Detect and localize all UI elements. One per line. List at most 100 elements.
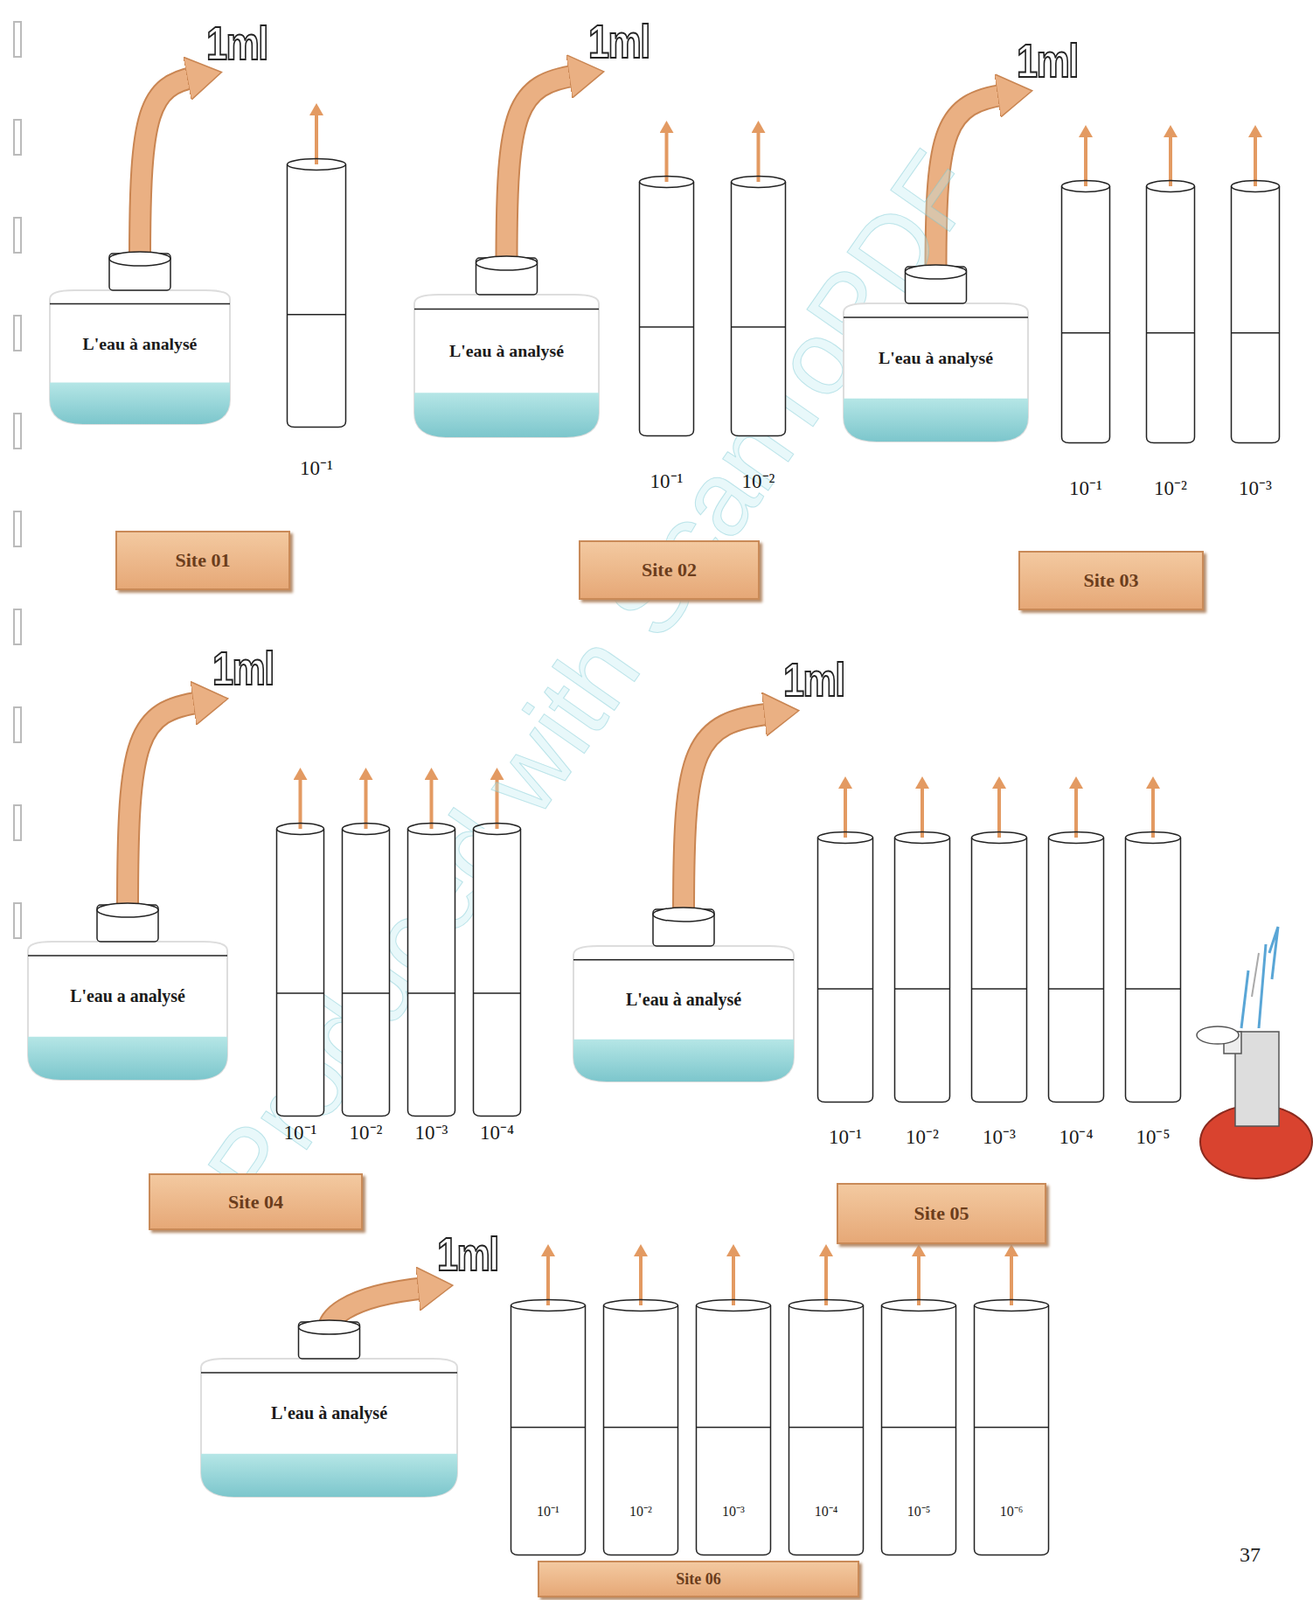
dilution-label: 10⁻⁵ [1106,1121,1200,1150]
binder-hole [13,119,21,155]
water-sample-jar: L'eau à analysé [405,250,608,439]
dilution-label: 10⁻⁴ [770,1500,883,1521]
dilution-label: 10⁻⁴ [454,1117,540,1146]
test-tube: 10⁻¹ [285,157,348,429]
test-tube: 10⁻¹ [816,830,875,1104]
transfer-arrow [139,76,196,258]
jar-label: L'eau à analysé [41,333,239,355]
test-tube: 10⁻⁴ [1047,830,1105,1104]
page-number: 37 [1239,1542,1261,1567]
dilution-label: 10⁻¹ [492,1500,605,1521]
test-tube: 10⁻² [1145,179,1196,445]
transfer-arrow [507,75,579,263]
jar-label: L'eau à analysé [564,989,803,1010]
dilution-label: 10⁻³ [677,1500,790,1521]
site-banner: Site 02 [578,540,760,600]
dilution-label: 10⁻² [323,1117,409,1146]
site-banner: Site 04 [148,1173,363,1230]
binder-hole [13,609,21,645]
jar-label: L'eau à analysé [405,340,608,362]
test-tube: 10⁻⁶ [972,1298,1050,1557]
tube-outline [275,821,326,1118]
transfer-arrow-outline [507,75,579,263]
volume-label: 1ml [206,15,268,70]
tube-outline [1060,179,1112,445]
dilution-label: 10⁻⁶ [955,1500,1068,1521]
tube-outline [893,830,952,1104]
site-name: Site 05 [914,1201,970,1225]
test-tube: 10⁻¹ [275,821,326,1118]
dilution-label: 10⁻¹ [620,465,713,494]
tube-outline [285,157,348,429]
dilution-label: 10⁻³ [389,1117,474,1146]
jar-label: L'eau a analysé [19,986,237,1007]
test-tube: 10⁻² [602,1298,680,1557]
water-sample-jar: L'eau à analysé [564,902,803,1084]
transfer-arrow [127,701,202,910]
tube-outline [406,821,457,1118]
binder-hole [13,707,21,743]
site-name: Site 01 [175,548,231,572]
jar-label: L'eau à analysé [192,1403,466,1424]
dilution-label: 10⁻² [1127,472,1214,501]
dilution-label: 10⁻¹ [1042,472,1129,501]
transfer-arrow-outline [139,76,196,258]
tube-outline [1145,179,1196,445]
dilution-label: 10⁻⁴ [1029,1121,1123,1150]
dilution-label: 10⁻¹ [257,1117,343,1146]
tube-outline [1229,179,1281,445]
test-tube: 10⁻⁵ [880,1298,958,1557]
test-tube: 10⁻⁵ [1124,830,1182,1104]
test-tube: 10⁻² [893,830,952,1104]
tube-outline [816,830,875,1104]
volume-label: 1ml [437,1226,499,1281]
site-banner: Site 03 [1018,550,1204,611]
dilution-label: 10⁻¹ [268,452,365,481]
test-tube: 10⁻¹ [1060,179,1112,445]
dilution-label: 10⁻⁵ [862,1500,975,1521]
bunsen-burner [1196,926,1313,1179]
volume-label: 1ml [1016,33,1078,88]
site-banner: Site 06 [537,1560,860,1598]
volume-label: 1ml [588,13,650,69]
tube-outline [1124,830,1182,1104]
dilution-label: 10⁻³ [952,1121,1046,1150]
binder-hole [13,903,21,938]
test-tube: 10⁻³ [970,830,1029,1104]
binder-hole [13,413,21,449]
volume-label: 1ml [783,652,845,707]
tube-outline [1047,830,1105,1104]
dilution-label: 10⁻¹ [798,1121,892,1150]
binder-hole [13,315,21,351]
dilution-label: 10⁻² [584,1500,697,1521]
site-name: Site 02 [641,558,697,582]
site-name: Site 04 [228,1190,284,1214]
tube-outline [729,174,787,438]
test-tube: 10⁻³ [406,821,457,1118]
tube-outline [638,174,695,438]
site-banner: Site 01 [115,530,291,591]
water-sample-jar: L'eau à analysé [41,246,239,426]
test-tube: 10⁻¹ [638,174,695,438]
test-tube: 10⁻⁴ [472,821,522,1118]
tube-outline [472,821,522,1118]
transfer-arrow-outline [683,713,773,914]
test-tube: 10⁻² [729,174,787,438]
dilution-label: 10⁻² [875,1121,969,1150]
tube-outline [970,830,1029,1104]
water-sample-jar: L'eau à analysé [192,1314,466,1499]
binder-hole [13,21,21,57]
site-banner: Site 05 [836,1182,1047,1244]
jar-label: L'eau à analysé [834,347,1037,369]
binder-hole [13,805,21,841]
volume-label: 1ml [212,640,274,695]
binder-hole [13,217,21,253]
transfer-arrow [683,713,773,914]
site-name: Site 03 [1083,569,1140,592]
test-tube: 10⁻³ [694,1298,772,1557]
site-name: Site 06 [675,1570,722,1589]
water-sample-jar: L'eau à analysé [834,259,1037,444]
test-tube: 10⁻⁴ [787,1298,865,1557]
transfer-arrow-outline [127,701,202,910]
dilution-label: 10⁻² [712,465,805,494]
